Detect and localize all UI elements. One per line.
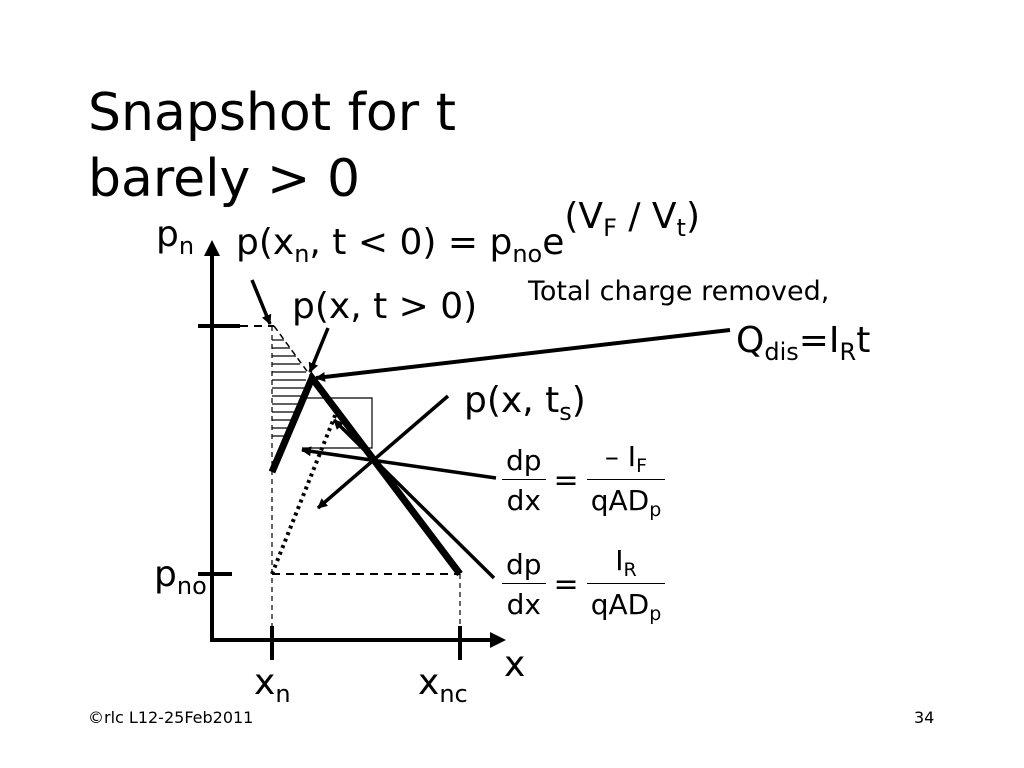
qdis-equation: Qdis=IRt <box>736 320 871 366</box>
arrow-total-charge <box>315 328 731 382</box>
xn-label: xn <box>254 662 291 708</box>
arrow-to-before <box>250 279 272 325</box>
arrow-reverse-slope <box>332 418 496 580</box>
thin-box <box>302 397 373 449</box>
equation-ts: p(x, ts) <box>464 380 586 426</box>
hatch-top-edge <box>273 325 313 379</box>
profile-ts <box>270 407 340 575</box>
x-axis-arrowhead <box>490 632 506 648</box>
arrow-ts <box>316 394 450 510</box>
slide-title: Snapshot for t barely > 0 <box>88 80 456 212</box>
arrow-to-after <box>308 327 330 373</box>
profile-after <box>268 371 463 577</box>
xnc-label: xnc <box>418 662 468 708</box>
title-line-2: barely > 0 <box>88 149 361 209</box>
y-axis-label: pn <box>156 214 195 260</box>
equation-before: p(xn, t < 0) = pnoe(VF / Vt) <box>236 196 700 268</box>
pno-label: pno <box>154 554 207 600</box>
hatched-region <box>272 339 306 437</box>
equation-after: p(x, t > 0) <box>292 286 478 327</box>
total-charge-note: Total charge removed, <box>528 276 830 307</box>
y-axis-arrowhead <box>204 240 220 256</box>
title-line-1: Snapshot for t <box>88 83 457 143</box>
arrow-forward-slope <box>301 446 497 480</box>
x-axis-label: x <box>504 644 526 685</box>
footer-copyright: ©rlc L12-25Feb2011 <box>88 708 254 727</box>
page-number: 34 <box>914 708 935 727</box>
